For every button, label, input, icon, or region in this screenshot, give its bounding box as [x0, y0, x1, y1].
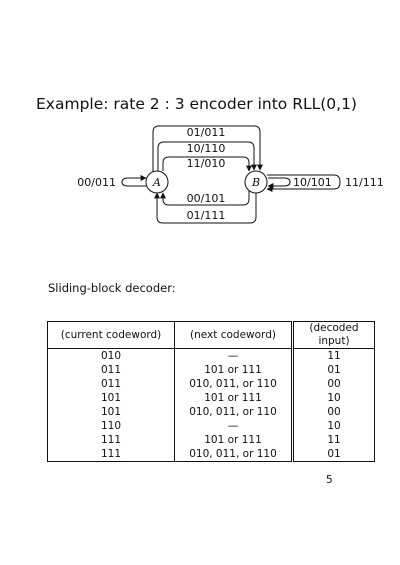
edge-label-top-1: 01/011	[187, 126, 226, 139]
edge-top-middle	[157, 141, 257, 173]
table-cell: 10	[327, 419, 341, 432]
edge-label-bottom-2: 01/111	[187, 209, 226, 222]
state-b-label: B	[251, 176, 260, 189]
column-header: (next codeword)	[174, 321, 294, 349]
decoder-title: Sliding-block decoder:	[48, 281, 176, 295]
table-cell: 010, 011, or 110	[174, 405, 294, 419]
table-cell: 010, 011, or 110	[174, 447, 294, 462]
table-row: 011 101 or 111 01	[47, 363, 375, 377]
slide-heading: Example: rate 2 : 3 encoder into RLL(0,1…	[36, 95, 357, 113]
decoder-table: (current codeword) (next codeword) (deco…	[47, 321, 375, 462]
self-loop-b-outer	[266, 174, 341, 192]
table-cell: 111	[47, 447, 175, 462]
edge-label-bottom-1: 00/101	[187, 192, 226, 205]
table-row: 101 010, 011, or 110 00	[47, 405, 375, 419]
self-loop-a-label: 00/011	[77, 176, 116, 189]
edge-bottom-outer	[154, 190, 257, 224]
table-cell: 11	[327, 349, 341, 362]
table-cell: 11	[327, 433, 341, 446]
edge-top-outer	[152, 125, 263, 178]
table-cell: 011	[47, 363, 175, 377]
self-loop-a	[121, 175, 147, 187]
table-row: 101 101 or 111 10	[47, 391, 375, 405]
table-cell: 101 or 111	[174, 433, 294, 447]
self-loop-b-label-1: 10/101	[293, 176, 332, 189]
self-loop-b-inner	[267, 177, 291, 189]
state-a-label: A	[152, 176, 161, 189]
table-cell: 101 or 111	[174, 391, 294, 405]
table-cell: 10	[327, 391, 341, 404]
table-cell: 01	[327, 363, 341, 376]
edge-bottom-inner	[160, 191, 250, 206]
table-cell: 00	[327, 405, 341, 418]
page-number: 5	[326, 474, 333, 486]
state-a-node	[145, 170, 169, 194]
table-cell: 010	[47, 348, 175, 363]
table-cell: 101	[47, 391, 175, 405]
state-diagram: A B 01/011 10/110 11/010 00/101 01/111 0…	[77, 125, 384, 224]
table-cell: 101 or 111	[174, 363, 294, 377]
table-row: 010 — 11	[47, 348, 375, 363]
table-row: 111 010, 011, or 110 01	[47, 447, 375, 462]
column-header: (decoded input)	[292, 321, 375, 349]
edge-label-top-3: 11/010	[187, 157, 226, 170]
state-b-node	[244, 170, 268, 194]
self-loop-b-label-2: 11/111	[345, 176, 384, 189]
table-cell: 110	[47, 419, 175, 433]
table-cell: 101	[47, 405, 175, 419]
table-cell: 011	[47, 377, 175, 391]
table-row: 110 — 10	[47, 419, 375, 433]
table-row: 011 010, 011, or 110 00	[47, 377, 375, 391]
table-cell: —	[174, 419, 294, 433]
table-row: 111 101 or 111 11	[47, 433, 375, 447]
table-header-row: (current codeword) (next codeword) (deco…	[47, 321, 375, 349]
table-cell: 00	[327, 377, 341, 390]
table-cell: 01	[327, 447, 341, 460]
edge-label-top-2: 10/110	[187, 142, 226, 155]
table-cell: 111	[47, 433, 175, 447]
column-header: (current codeword)	[47, 321, 175, 349]
table-cell: 010, 011, or 110	[174, 377, 294, 391]
edge-top-inner	[162, 156, 252, 172]
table-cell: —	[174, 348, 294, 363]
